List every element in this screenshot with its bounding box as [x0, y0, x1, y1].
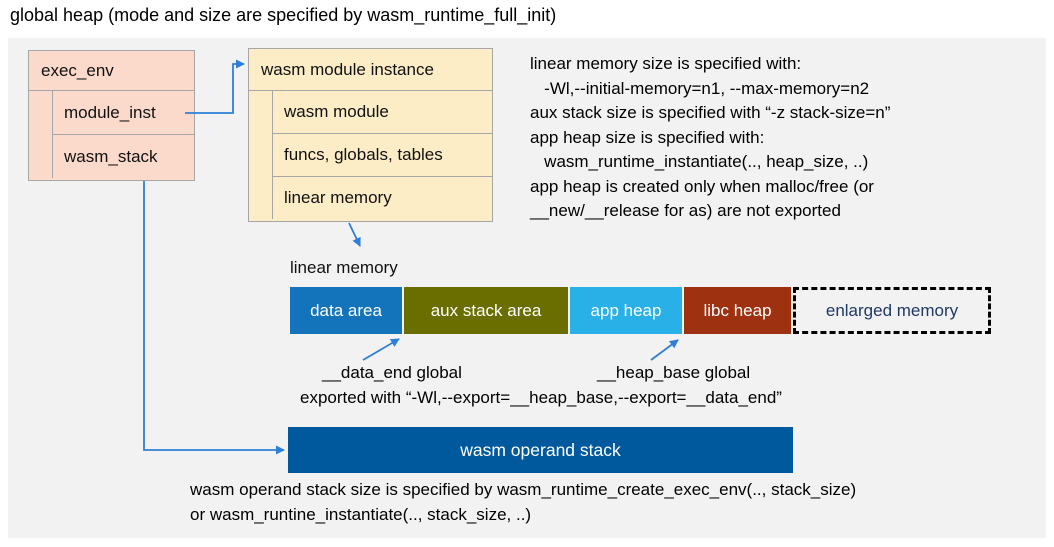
bottom-note-line: or wasm_runtine_instantiate(.., stack_si… [190, 504, 532, 524]
export-flags-label: exported with “-Wl,--export=__heap_base,… [300, 388, 782, 407]
exec-env-row: module_inst [53, 91, 194, 135]
wasm-operand-stack-label: wasm operand stack [460, 439, 621, 460]
note-line: -Wl,--initial-memory=n1, --max-memory=n2 [530, 78, 870, 98]
note-line: linear memory size is specified with: [530, 54, 802, 73]
exec-env-box: exec_env module_inst wasm_stack [28, 50, 195, 181]
exec-env-header: exec_env [29, 51, 194, 91]
data-end-global-label: __data_end global [322, 363, 462, 382]
exec-env-indent-strip [29, 91, 53, 178]
module-instance-row: funcs, globals, tables [273, 134, 492, 177]
note-line: __new/__release for as) are not exported [530, 201, 841, 220]
bottom-note-line: wasm operand stack size is specified by … [190, 480, 857, 499]
note-line: app heap size is specified with: [530, 127, 765, 147]
exec-env-body: module_inst wasm_stack [29, 91, 194, 178]
module-instance-row: wasm module [273, 91, 492, 134]
linear-memory-label: linear memory [290, 258, 398, 277]
wasm-operand-stack-box: wasm operand stack [288, 427, 793, 473]
module-instance-row: linear memory [284, 188, 392, 207]
memory-segment: aux stack area [404, 287, 568, 334]
memory-segment: app heap [570, 287, 682, 334]
bottom-notes-block: wasm operand stack size is specified by … [190, 478, 856, 527]
note-line: app heap is created only when malloc/fre… [530, 176, 874, 196]
memory-segment: data area [290, 287, 402, 334]
right-notes-block: linear memory size is specified with: -W… [530, 52, 890, 224]
memory-segment: libc heap [684, 287, 791, 334]
note-line: wasm_runtime_instantiate(.., heap_size, … [530, 152, 869, 171]
wasm-module-instance-header: wasm module instance [249, 49, 492, 91]
heap-base-global-label: __heap_base global [597, 363, 751, 382]
diagram-title: global heap (mode and size are specified… [10, 5, 557, 25]
enlarged-memory-box: enlarged memory [793, 287, 991, 334]
exec-env-rows: module_inst wasm_stack [53, 91, 194, 178]
exec-env-row: wasm_stack [64, 146, 158, 166]
note-line: aux stack size is specified with “-z sta… [530, 103, 891, 122]
module-instance-indent-strip [249, 91, 273, 219]
